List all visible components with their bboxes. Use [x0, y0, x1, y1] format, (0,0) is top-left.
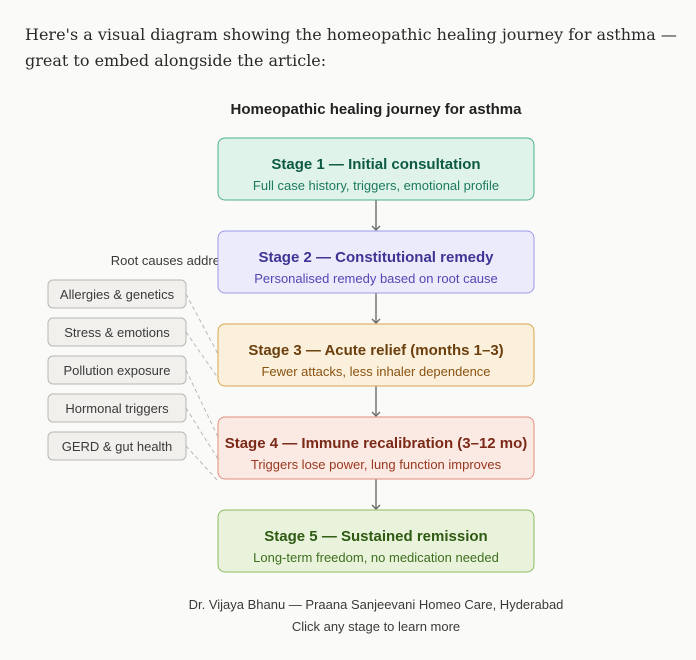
cause-connectors [185, 293, 219, 482]
stage-3-box[interactable]: Stage 3 — Acute relief (months 1–3) Fewer… [217, 323, 535, 387]
cause-chip-label: Stress & emotions [64, 325, 170, 340]
cause-chip-rect [47, 355, 187, 385]
diagram-title: Homeopathic healing journey for asthma [231, 101, 523, 118]
cause-chip-rect [47, 431, 187, 461]
cause-connector [185, 331, 219, 379]
cause-connector [185, 407, 219, 460]
stage-5-title: Stage 5 — Sustained remission [264, 528, 487, 545]
stage-2-box[interactable]: Stage 2 — Constitutional remedyPersonali… [217, 230, 535, 294]
cause-chip-label: Pollution exposure [64, 363, 171, 378]
cause-chip-3: Pollution exposure [47, 355, 187, 385]
cause-chip-label: Hormonal triggers [65, 401, 169, 416]
cause-connector [185, 445, 219, 482]
stage-3-subtitle: Fewer attacks, less inhaler dependence [261, 364, 490, 379]
stage-1-subtitle: Full case history, triggers, emotional p… [253, 178, 499, 193]
stage-4-subtitle: Triggers lose power, lung function impro… [251, 457, 502, 472]
cause-connector [185, 369, 219, 438]
cause-chip-4: Hormonal triggers [47, 393, 187, 423]
stage-1-rect [217, 137, 535, 201]
stage-5-subtitle: Long-term freedom, no medication needed [253, 550, 499, 565]
cause-connector [185, 293, 219, 355]
stage-2-subtitle: Personalised remedy based on root cause [254, 271, 498, 286]
cause-chip-5: GERD & gut health [47, 431, 187, 461]
stage-2-title: Stage 2 — Constitutional remedy [258, 249, 494, 266]
stage-3-rect [217, 323, 535, 387]
cause-chip-label: Allergies & genetics [60, 287, 175, 302]
cause-chip-label: GERD & gut health [62, 439, 173, 454]
stage-3-title: Stage 3 — Acute relief (months 1–3) [248, 342, 503, 359]
stage-5-rect [217, 509, 535, 573]
stage-1-title: Stage 1 — Initial consultation [271, 156, 480, 173]
stage-2-rect [217, 230, 535, 294]
cause-chip-1: Allergies & genetics [47, 279, 187, 309]
cause-chip-rect [47, 317, 187, 347]
root-causes-label: Root causes addressed: [111, 253, 251, 268]
cause-chip-rect [47, 279, 187, 309]
intro-paragraph: Here's a visual diagram showing the home… [25, 25, 677, 70]
stage-4-box[interactable]: Stage 4 — Immune recalibration (3–12 mo)… [217, 416, 535, 480]
stage-4-rect [217, 416, 535, 480]
footer-hint: Click any stage to learn more [292, 619, 460, 634]
cause-chip-rect [47, 393, 187, 423]
stage-4-title: Stage 4 — Immune recalibration (3–12 mo) [225, 435, 528, 452]
footer-credit: Dr. Vijaya Bhanu — Praana Sanjeevani Hom… [189, 597, 564, 612]
cause-chip-2: Stress & emotions [47, 317, 187, 347]
